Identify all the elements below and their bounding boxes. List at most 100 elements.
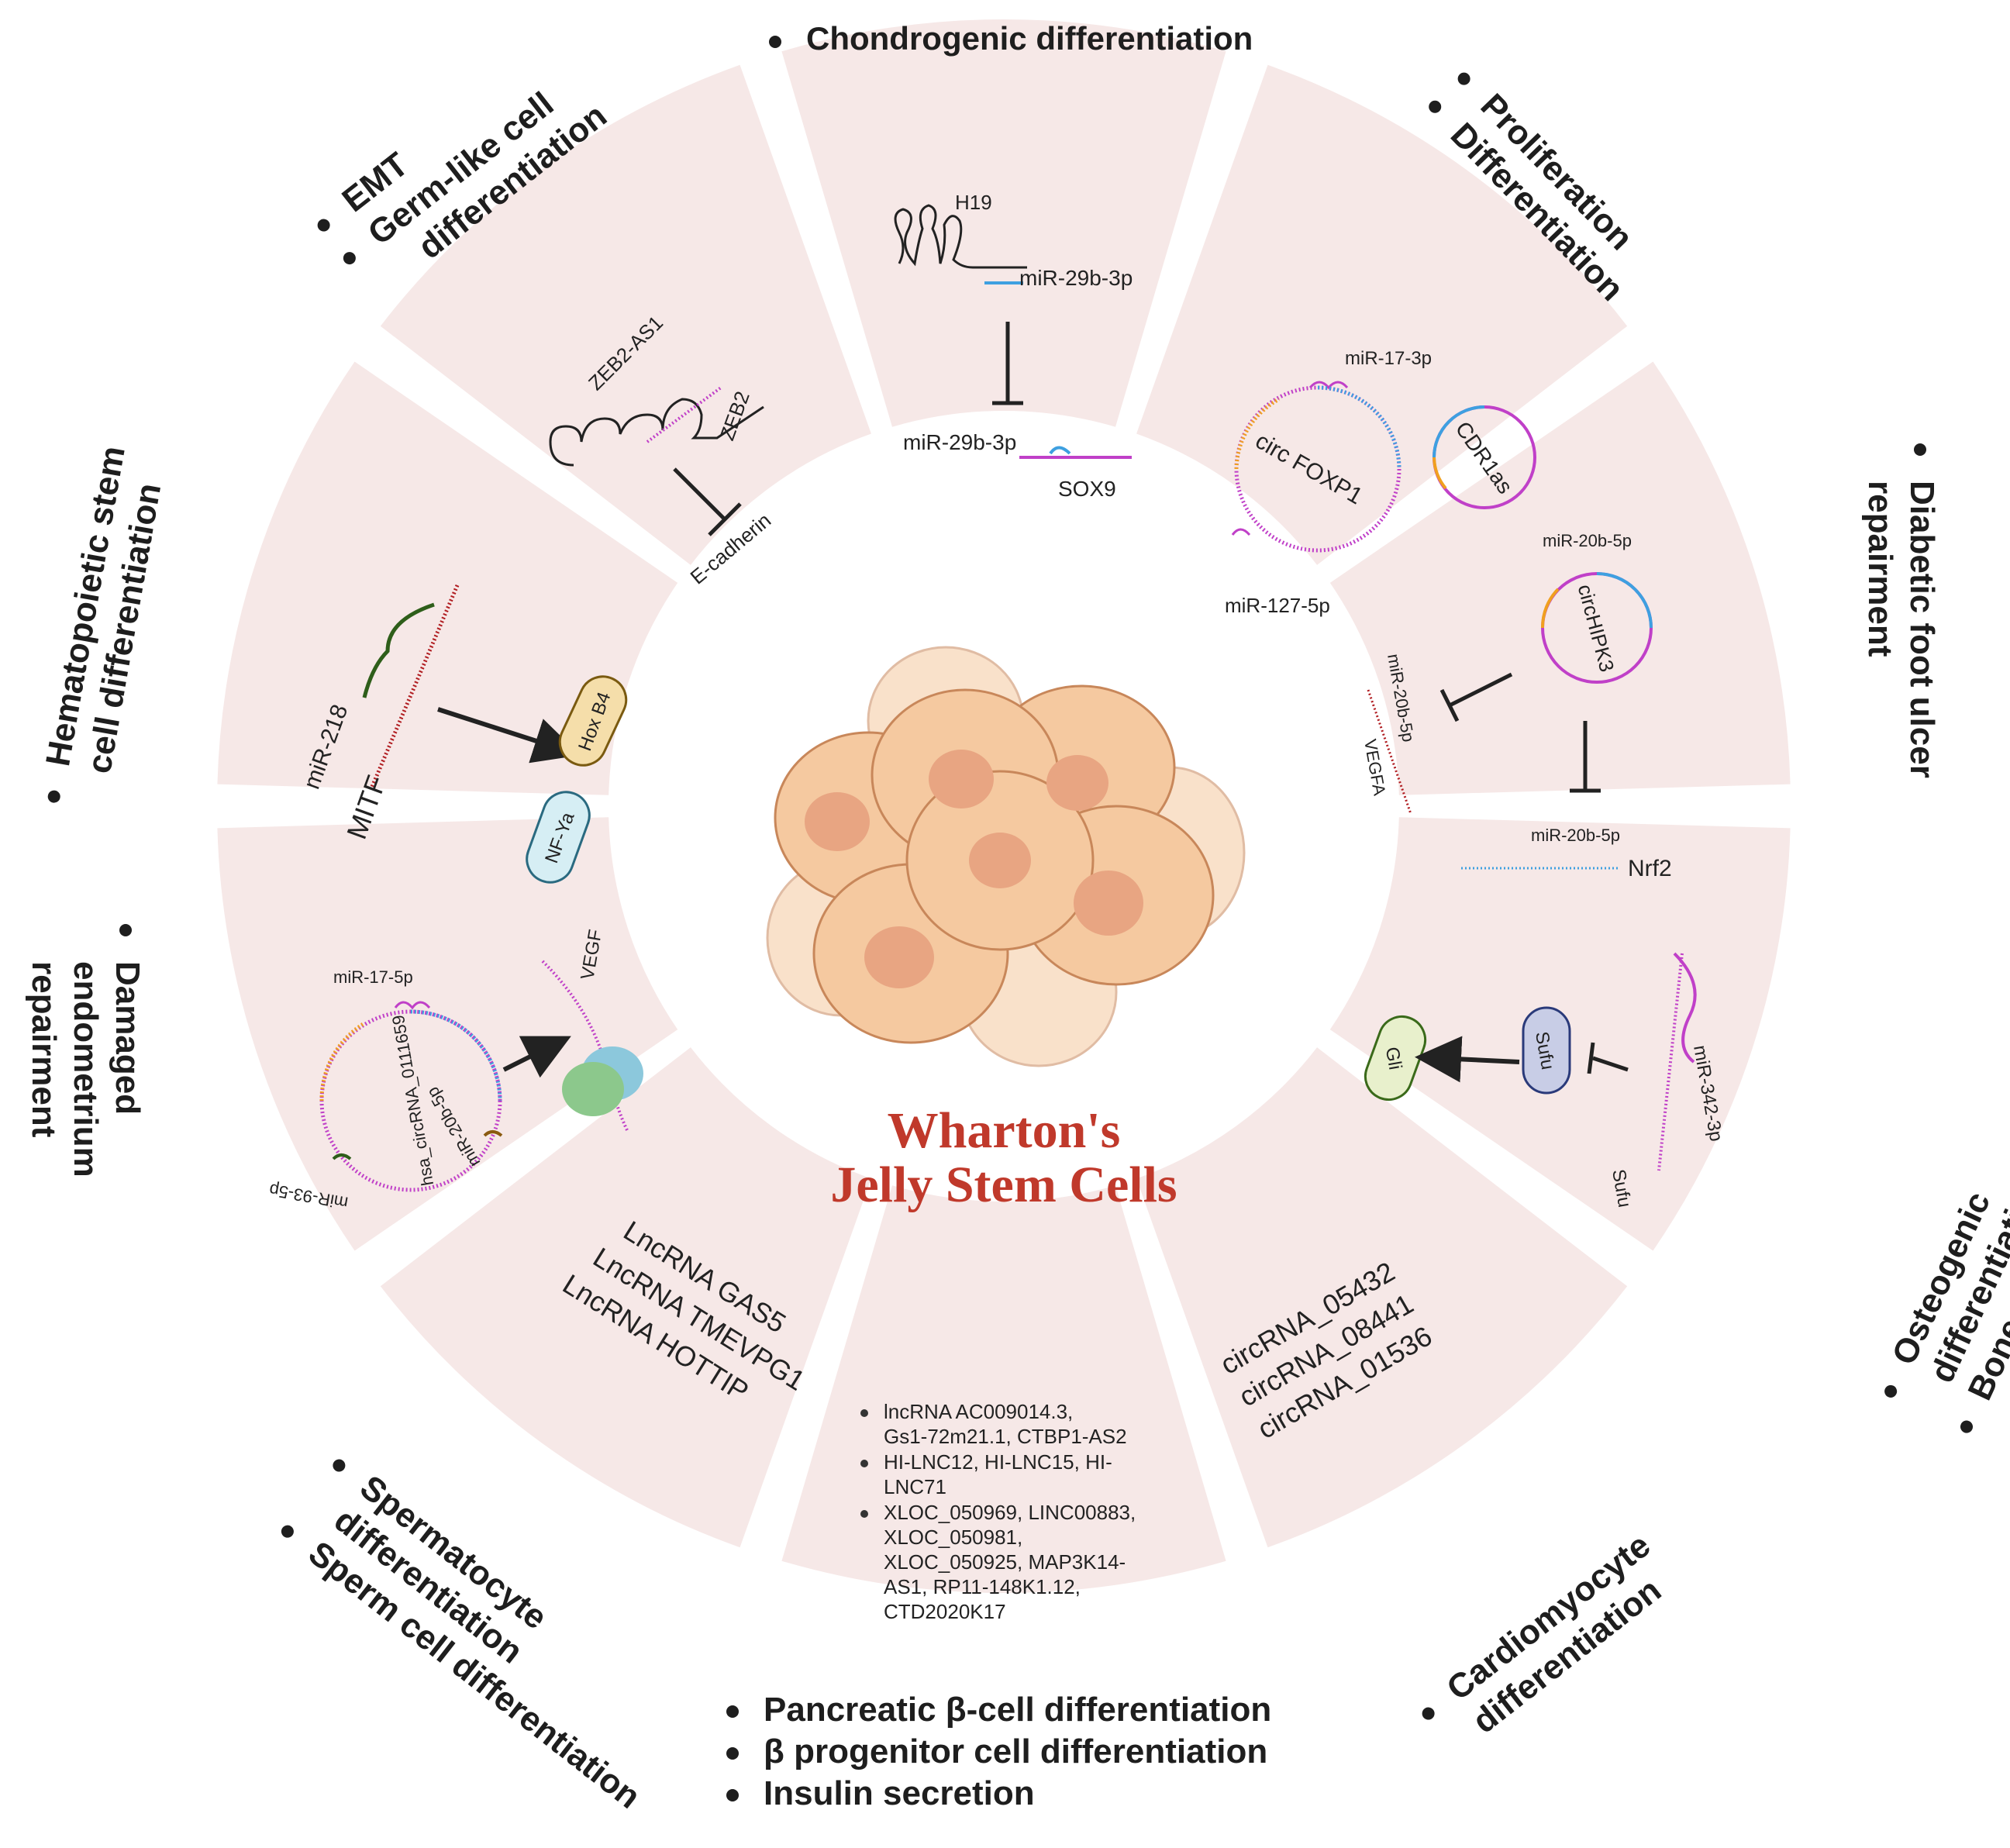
bullet-icon (119, 924, 132, 936)
mirna-342-icon (1673, 952, 1697, 1064)
svg-text:Damaged: Damaged (109, 961, 147, 1115)
svg-text:HI-LNC12, HI-LNC15, HI-: HI-LNC12, HI-LNC15, HI- (884, 1450, 1112, 1474)
svg-text:SOX9: SOX9 (1058, 477, 1116, 501)
bullet-icon (47, 790, 60, 803)
bullet-icon (726, 1705, 739, 1718)
svg-text:LNC71: LNC71 (884, 1475, 946, 1498)
zeb2-as1-hairpins-icon (549, 398, 764, 467)
svg-text:Chondrogenic differentiation: Chondrogenic differentiation (806, 20, 1253, 57)
svg-text:Gs1-72m21.1, CTBP1-AS2: Gs1-72m21.1, CTBP1-AS2 (884, 1425, 1127, 1448)
svg-text:endometrium: endometrium (67, 961, 105, 1177)
outer-label-endometrium: Damaged endometrium repairment (25, 924, 147, 1177)
mirna-20b-icon (483, 1130, 503, 1137)
bullet-icon (769, 36, 781, 48)
svg-text:miR-29b-3p: miR-29b-3p (903, 430, 1016, 454)
svg-text:miR-127-5p: miR-127-5p (1225, 594, 1330, 617)
svg-text:miR-20b-5p: miR-20b-5p (1543, 531, 1632, 550)
nucleus (929, 750, 994, 808)
svg-text:miR-29b-3p: miR-29b-3p (1019, 266, 1133, 290)
inhibition-bar (708, 502, 742, 536)
sector-emt (380, 64, 871, 565)
bullet-icon (1960, 1420, 1974, 1433)
nucleus (969, 833, 1031, 888)
svg-text:Insulin secretion: Insulin secretion (764, 1774, 1035, 1812)
svg-text:XLOC_050969, LINC00883,: XLOC_050969, LINC00883, (884, 1501, 1136, 1524)
outer-label-diabetic: Diabetic foot ulcer repairment (1861, 443, 1941, 778)
svg-text:miR-17-3p: miR-17-3p (1345, 348, 1432, 369)
nucleus (805, 792, 870, 851)
mirna-bound-icon (1308, 381, 1349, 390)
circhipk3-blue-arc (1596, 572, 1653, 629)
activation-arrow (437, 707, 581, 764)
bullet-icon (1429, 100, 1442, 113)
sector-cardiomyocyte (1136, 1047, 1628, 1548)
sufu-protein-icon (1522, 1006, 1571, 1095)
svg-text:Diabetic foot ulcer: Diabetic foot ulcer (1903, 481, 1941, 778)
bullet-icon (1422, 1707, 1435, 1720)
svg-text:AS1, RP11-148K1.12,: AS1, RP11-148K1.12, (884, 1575, 1081, 1598)
bullet-icon (860, 1460, 868, 1467)
mirna-bound-icon (1049, 446, 1071, 455)
bullet-icon (343, 252, 356, 265)
sector-endometrium (217, 817, 678, 1251)
circ-foxp1-icon (1234, 385, 1401, 553)
sector-chondrogenic (781, 19, 1226, 427)
bullet-icon (1914, 443, 1926, 456)
svg-text:repairment: repairment (1861, 481, 1899, 657)
sector-spermatocyte (380, 1047, 871, 1548)
svg-text:Nrf2: Nrf2 (1628, 856, 1672, 881)
lncrna-h19-hairpins-icon (894, 204, 1027, 269)
sector-ring (217, 19, 1791, 1594)
inhibition-line (1592, 1056, 1629, 1072)
svg-text:miR-20b-5p: miR-20b-5p (1531, 826, 1620, 845)
svg-text:lncRNA AC009014.3,: lncRNA AC009014.3, (884, 1400, 1073, 1423)
cdr1as-blue-arc (1433, 405, 1485, 458)
sufu-mrna-icon (1657, 953, 1684, 1171)
svg-text:miR-17-5p: miR-17-5p (333, 967, 413, 987)
nucleus (1074, 871, 1143, 936)
outer-label-hematopoietic: Hematopoietic stem cell differentiation (39, 443, 168, 803)
sector-proliferation (1136, 64, 1628, 565)
sector-diabetic (1329, 361, 1791, 795)
sector-hematopoietic (217, 361, 678, 795)
hsa-circrna-blue-arc (410, 1009, 502, 1102)
svg-text:Gli: Gli (1381, 1046, 1406, 1072)
inhibition-bar (1439, 688, 1460, 722)
stem-cell-cluster (766, 646, 1246, 1067)
mir218-hairpin-icon (362, 602, 435, 698)
nucleus (864, 926, 934, 988)
outer-label-cardiomyocyte: Cardiomyocyte differentiation (1422, 1526, 1668, 1741)
circhipk3-orange-arc (1540, 588, 1560, 629)
outer-label-chondrogenic: Chondrogenic differentiation (769, 20, 1253, 57)
inhibition-line (673, 467, 726, 521)
hoxb4-protein-icon (558, 675, 628, 767)
nucleus (1046, 755, 1108, 811)
mirna-bound-icon (1231, 528, 1251, 536)
cdr1as-orange-arc (1433, 457, 1447, 490)
bullet-icon (1457, 72, 1470, 85)
bullet-icon (281, 1525, 294, 1538)
mirna-93-icon (332, 1153, 352, 1160)
svg-text:VEGFA: VEGFA (1360, 738, 1389, 798)
inhibition-bar (1587, 1042, 1595, 1074)
inhibition-line (1448, 672, 1513, 708)
nfya-protein-icon (526, 791, 591, 884)
svg-text:H19: H19 (955, 191, 992, 214)
sector-pancreatic-content: lncRNA AC009014.3, Gs1-72m21.1, CTBP1-AS… (860, 1400, 1136, 1623)
svg-text:repairment: repairment (25, 961, 63, 1138)
mitf-mrna-icon (370, 584, 460, 788)
ribosome-icon (562, 1062, 624, 1116)
svg-text:XLOC_050981,: XLOC_050981, (884, 1526, 1022, 1549)
bullet-icon (860, 1510, 868, 1518)
activation-arrow (1415, 1036, 1520, 1083)
mirna-bound-icon (394, 1001, 431, 1010)
circ-foxp1-orange-arc (1234, 397, 1281, 470)
sector-chondrogenic-content: H19 miR-29b-3p miR-29b-3p SOX9 (894, 191, 1133, 501)
hsa-circrna-orange-arc (319, 1021, 366, 1102)
bullet-icon (317, 219, 330, 232)
bullet-icon (860, 1409, 868, 1417)
center-title-line1: Wharton's (888, 1102, 1121, 1159)
svg-text:XLOC_050925, MAP3K14-: XLOC_050925, MAP3K14- (884, 1550, 1126, 1574)
outer-label-pancreatic: Pancreatic β-cell differentiation β prog… (726, 1691, 1271, 1812)
